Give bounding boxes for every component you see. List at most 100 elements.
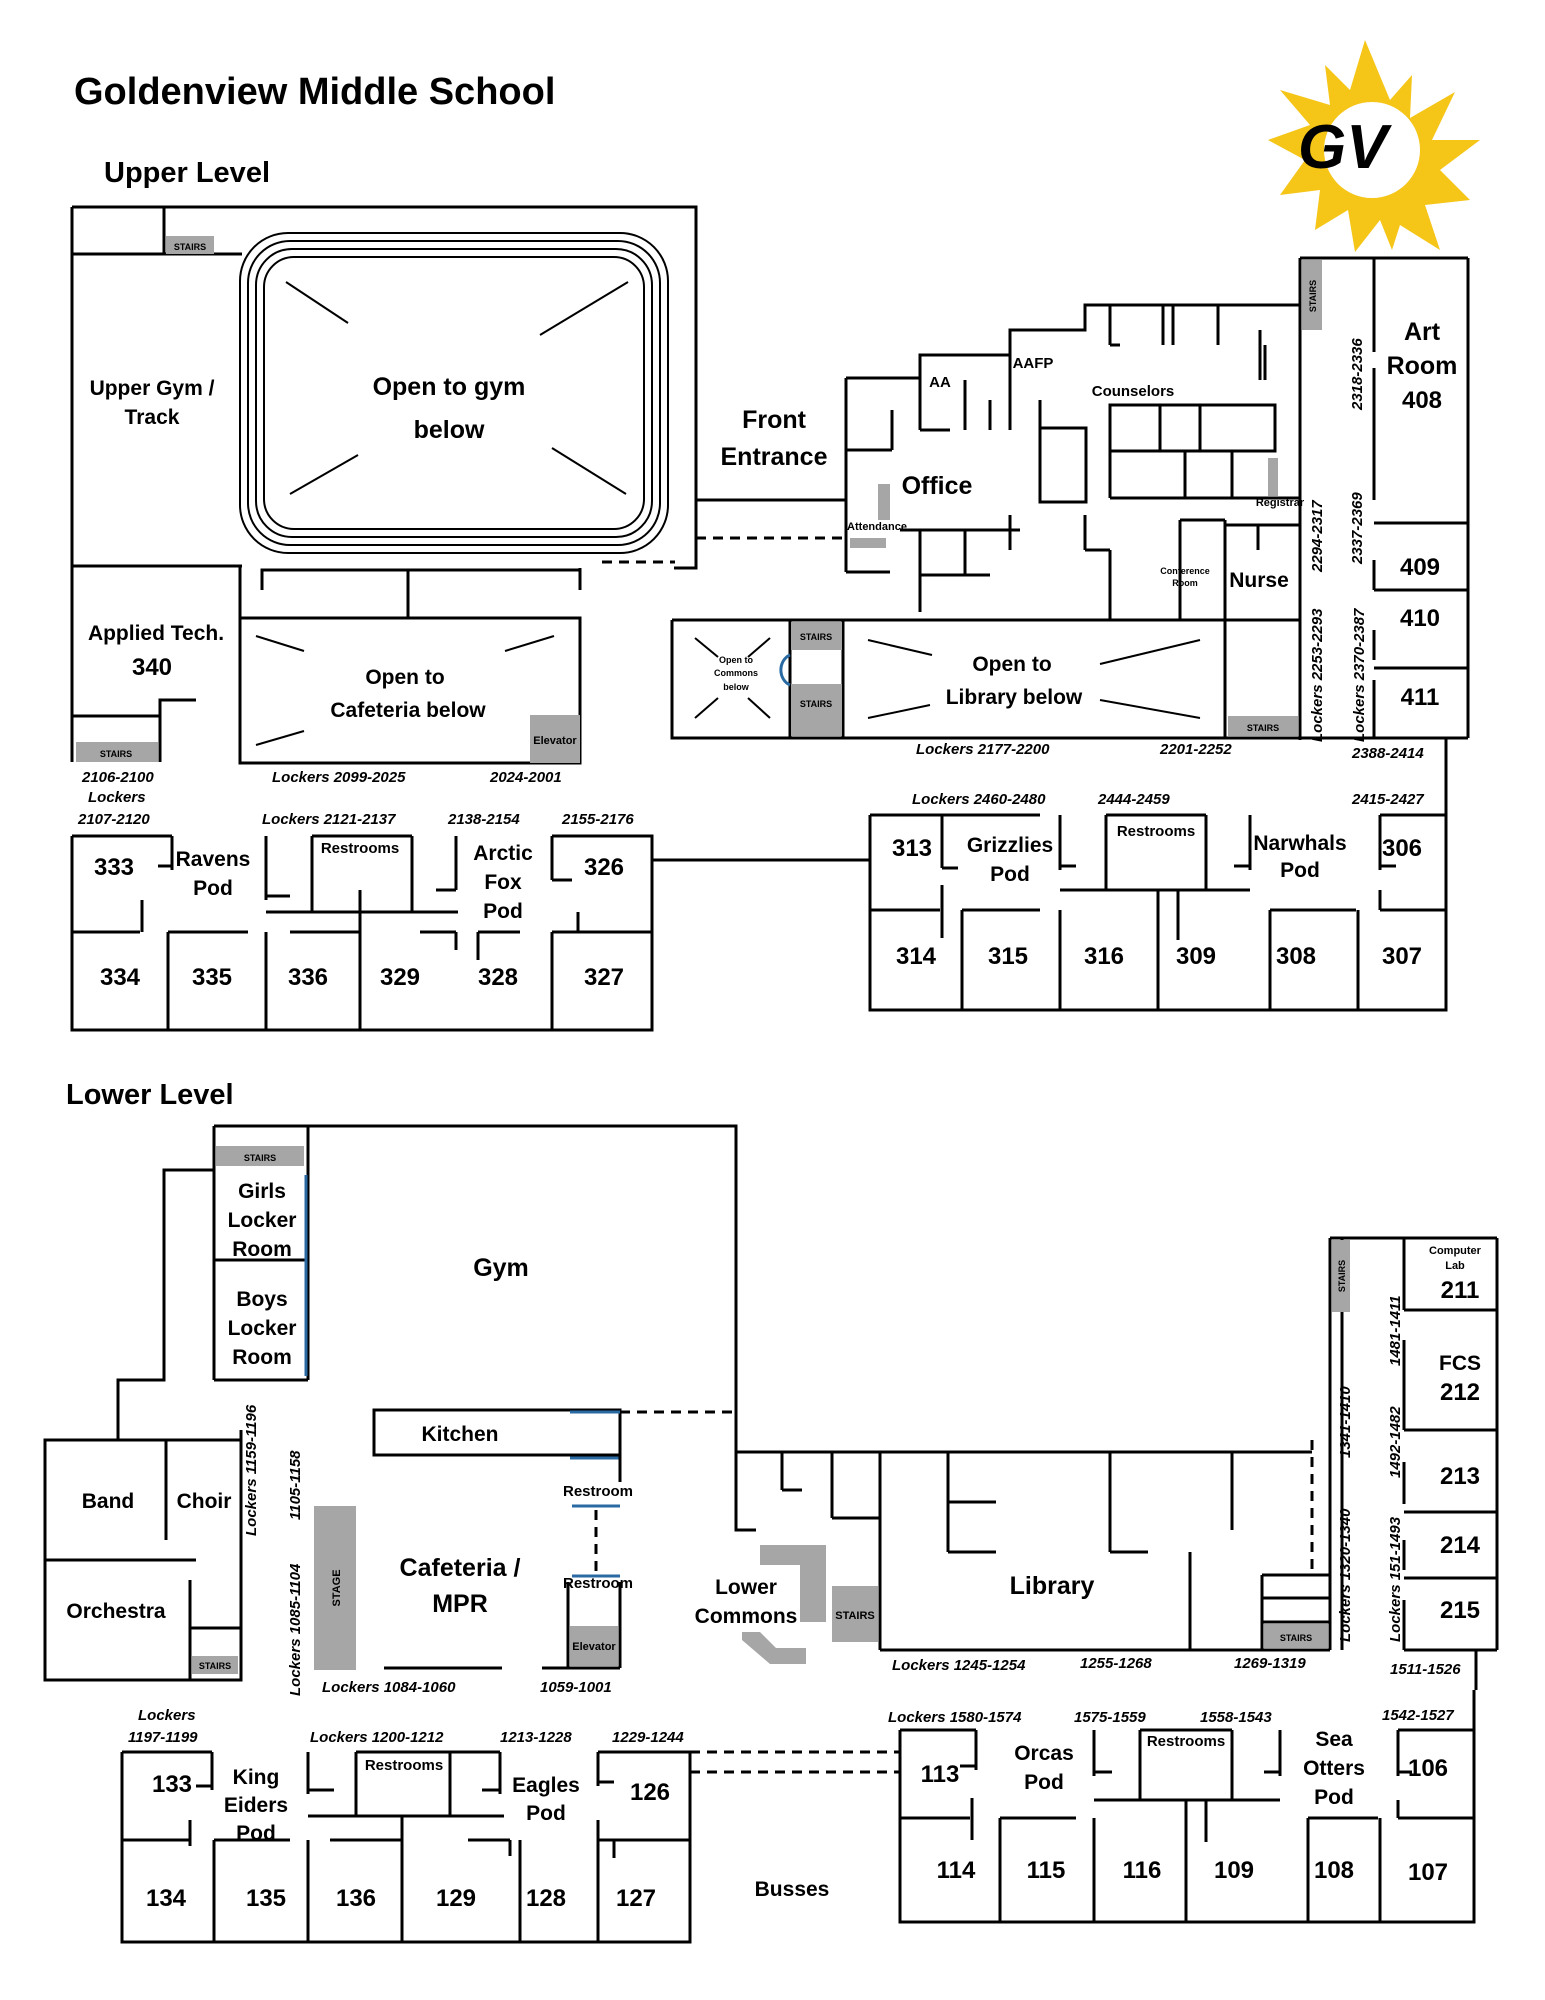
open-to-cafeteria-line1: Open to <box>365 666 444 689</box>
room-328: 328 <box>478 964 518 991</box>
room-316: 316 <box>1084 943 1124 970</box>
orcas-pod-line1: Orcas <box>1014 1742 1074 1765</box>
lockers-2444-2459: 2444-2459 <box>1097 791 1170 808</box>
room-211: 211 <box>1441 1277 1480 1304</box>
choir-room: Choir <box>177 1490 232 1513</box>
upper-stairs-east-label: STAIRS <box>1308 280 1318 312</box>
king-eiders-line1: King <box>233 1766 280 1789</box>
lower-level-heading: Lower Level <box>66 1079 234 1111</box>
cafeteria-line1: Cafeteria / <box>400 1554 521 1582</box>
upper-elevator <box>530 715 580 763</box>
upper-stairs-nw-label: STAIRS <box>174 242 206 252</box>
attendance-counter-2 <box>850 538 886 548</box>
lockers-1159-1196: Lockers 1159-1196 <box>243 1404 260 1536</box>
room-108: 108 <box>1314 1857 1354 1884</box>
lockers-1059-1001: 1059-1001 <box>540 1679 612 1696</box>
open-cafeteria-area <box>238 616 582 765</box>
lockers-1213-1228: 1213-1228 <box>500 1729 572 1746</box>
room-408: 408 <box>1402 387 1442 414</box>
ravens-pod-line2: Pod <box>193 877 233 900</box>
upper-east-pods <box>868 738 1448 1012</box>
upper-stairs-commons-s <box>791 684 842 736</box>
aa-office: AA <box>929 374 951 391</box>
open-commons-library <box>670 618 1300 740</box>
grizzlies-pod-line2: Pod <box>990 863 1030 886</box>
nurse-office: Nurse <box>1229 569 1289 592</box>
cafeteria-line2: MPR <box>432 1590 488 1618</box>
upper-stairs-commons-s-label: STAIRS <box>800 699 832 709</box>
upper-stairs-nw <box>166 236 214 254</box>
computer-lab-line1: Computer <box>1429 1245 1482 1257</box>
room-326: 326 <box>584 854 624 881</box>
room-135: 135 <box>246 1885 286 1912</box>
lockers-1105-1158: 1105-1158 <box>287 1450 304 1520</box>
room-134: 134 <box>146 1885 187 1912</box>
lockers-2415-2427: 2415-2427 <box>1351 791 1424 808</box>
lockers-1575-1559: 1575-1559 <box>1074 1709 1146 1726</box>
restroom-south: Restroom <box>563 1575 633 1592</box>
room-214: 214 <box>1440 1532 1481 1559</box>
upper-level-heading: Upper Level <box>104 157 270 189</box>
band-room: Band <box>82 1490 135 1513</box>
room-116: 116 <box>1123 1857 1162 1884</box>
lockers-2107-2120: 2107-2120 <box>77 811 150 828</box>
lockers-1255-1268: 1255-1268 <box>1080 1655 1152 1672</box>
lockers-2388-2414: 2388-2414 <box>1351 745 1424 762</box>
fcs-label: FCS <box>1439 1352 1481 1375</box>
lockers-1341-1410: 1341-1410 <box>1337 1386 1354 1458</box>
room-114: 114 <box>937 1857 976 1884</box>
conference-room-line1: Conference <box>1160 566 1210 576</box>
lower-commons-line1: Lower <box>715 1576 777 1599</box>
lockers-1084-1060: Lockers 1084-1060 <box>322 1679 456 1696</box>
lockers-1200-1212: Lockers 1200-1212 <box>310 1729 444 1746</box>
eagles-pod-line2: Pod <box>526 1802 566 1825</box>
room-334: 334 <box>100 964 141 991</box>
lockers-2155-2176: 2155-2176 <box>561 811 634 828</box>
busses-label: Busses <box>755 1878 830 1901</box>
registrar-counter <box>1268 458 1278 496</box>
gv-letters: GV <box>1298 113 1392 182</box>
lockers-1481-1411: 1481-1411 <box>1387 1295 1404 1366</box>
art-room-line1: Art <box>1404 318 1441 346</box>
room-215: 215 <box>1440 1597 1480 1624</box>
upper-stairs-commons-n-label: STAIRS <box>800 632 832 642</box>
sea-otters-line3: Pod <box>1314 1786 1354 1809</box>
upper-stairs-library <box>1228 716 1298 736</box>
room-133: 133 <box>152 1771 192 1798</box>
restroom-north: Restroom <box>563 1483 633 1500</box>
gv-logo: GV <box>1268 40 1480 252</box>
lockers-1511-1526: 1511-1526 <box>1390 1661 1461 1678</box>
stage-label: STAGE <box>331 1569 343 1606</box>
room-313: 313 <box>892 835 932 862</box>
orcas-pod-line2: Pod <box>1024 1771 1064 1794</box>
registrar-label: Registrar <box>1256 497 1305 509</box>
upper-west-pods <box>70 834 870 1032</box>
lower-stairs-nw <box>216 1146 304 1166</box>
counselors-office: Counselors <box>1092 383 1175 400</box>
boys-locker-line1: Boys <box>236 1288 287 1311</box>
lower-west-restrooms: Restrooms <box>365 1757 443 1774</box>
commons-ramp-north <box>760 1545 826 1622</box>
lockers-1580-1574: Lockers 1580-1574 <box>888 1709 1022 1726</box>
lockers-1197-1199: 1197-1199 <box>128 1729 198 1746</box>
upper-east-restrooms: Restrooms <box>1117 823 1195 840</box>
kitchen-room: Kitchen <box>421 1423 498 1446</box>
gym-label: Gym <box>473 1254 529 1282</box>
room-308: 308 <box>1276 943 1316 970</box>
room-309: 309 <box>1176 943 1216 970</box>
conference-room-line2: Room <box>1172 578 1198 588</box>
upper-east-wing <box>1300 256 1470 740</box>
lower-west-pods <box>120 1750 900 1944</box>
girls-locker-line2: Locker <box>228 1209 297 1232</box>
lockers-2460-2480: Lockers 2460-2480 <box>912 791 1046 808</box>
aafp-office: AAFP <box>1013 355 1054 372</box>
lower-stairs-library-label: STAIRS <box>1280 1633 1312 1643</box>
girls-locker-line3: Room <box>232 1238 292 1261</box>
lockers-1229-1244: 1229-1244 <box>612 1729 684 1746</box>
office-label: Office <box>902 472 973 500</box>
lockers-2201-2252: 2201-2252 <box>1159 741 1232 758</box>
applied-tech-label: Applied Tech. <box>88 622 224 645</box>
library-label: Library <box>1010 1572 1095 1600</box>
lower-west-walls <box>43 1124 738 1682</box>
lockers-1492-1482: 1492-1482 <box>1387 1406 1404 1478</box>
